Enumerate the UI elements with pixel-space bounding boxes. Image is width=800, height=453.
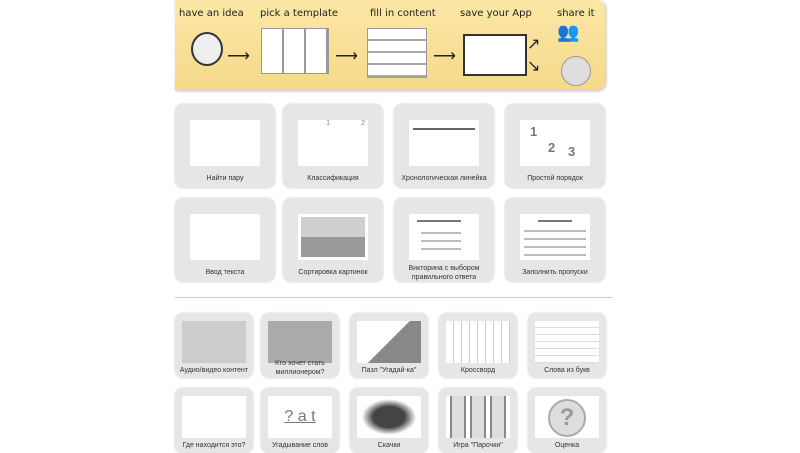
order-number: 1 [530,124,538,139]
group-number: 2 [361,120,365,127]
globe-icon [561,56,591,86]
step-content: fill in content [370,8,436,19]
map-app-icon [463,34,527,76]
thumbnail [268,321,332,363]
template-card-where-is-it[interactable]: Где находится это? [175,388,253,453]
thumbnail [520,214,590,260]
thumbnail [535,321,599,363]
question-coin-icon: ? [548,399,586,437]
thumbnail [446,321,510,363]
form-fields-icon [367,28,427,78]
order-number: 2 [548,140,556,155]
thumbnail: ? [535,396,599,438]
step-template: pick a template [260,8,339,19]
template-card-word-grid[interactable]: Слова из букв [528,313,606,378]
template-card-text-input[interactable]: Ввод текста [175,198,275,282]
card-label: Сортировка картинок [298,269,368,276]
arrow-icon: ⟶ [335,48,358,65]
card-label: Найти пару [206,175,244,182]
template-card-matching-pairs[interactable]: Найти пару [175,104,275,188]
card-label: Викторина с выбором правильного ответа [408,265,480,281]
card-label: Ввод текста [205,269,245,276]
card-label: Где находится это? [182,442,246,449]
template-card-audio-video[interactable]: Аудио/видео контент [175,313,253,378]
card-label: Заполнить пропуски [522,269,588,276]
template-card-pairs-game[interactable]: Игра "Парочки" [439,388,517,453]
thumbnail [357,396,421,438]
template-card-image-sorting[interactable]: Сортировка картинок [283,198,383,282]
card-label: Простой порядок [527,175,583,182]
card-label: Пазл "Угадай-ка" [361,367,417,374]
how-it-works-banner: have an idea pick a template fill in con… [175,0,605,90]
card-label: Скачки [377,442,401,449]
card-label: Оценка [554,442,580,449]
thumbnail [409,214,479,260]
card-label: Аудио/видео контент [179,367,249,374]
thumbnail [298,214,368,260]
card-label: Кто хочет стать миллионером? [275,360,325,376]
card-label: Угадывание слов [272,442,328,449]
thumbnail [190,214,260,260]
thumbnail [182,321,246,363]
card-label: Кроссворд [460,367,496,374]
thumbnail [409,120,479,166]
template-card-estimate[interactable]: ? Оценка [528,388,606,453]
template-card-word-guess[interactable]: ? a t Угадывание слов [261,388,339,453]
thumbnail [357,321,421,363]
template-card-timeline[interactable]: Хронологическая линейка [394,104,494,188]
arrow-icon: ⟶ [227,48,250,65]
template-grid-icon [261,28,329,74]
order-number: 3 [568,144,576,159]
template-card-crossword[interactable]: Кроссворд [439,313,517,378]
step-save: save your App [460,8,532,19]
step-idea: have an idea [179,8,244,19]
template-card-millionaire[interactable]: Кто хочет стать миллионером? [261,313,339,378]
card-label: Игра "Парочки" [453,442,503,449]
card-label: Хронологическая линейка [401,175,487,182]
lightbulb-icon [191,32,223,66]
template-card-quiz[interactable]: Викторина с выбором правильного ответа [394,198,494,282]
template-card-fill-blanks[interactable]: Заполнить пропуски [505,198,605,282]
step-share: share it [557,8,595,19]
thumbnail [182,396,246,438]
arrow-icon: ↘ [527,58,541,75]
arrow-icon: ⟶ [433,48,456,65]
group-number: 1 [326,120,330,127]
thumbnail [190,120,260,166]
arrow-icon: ↗ [527,36,541,53]
people-icon: 👥 [557,22,580,42]
template-card-puzzle[interactable]: Пазл "Угадай-ка" [350,313,428,378]
thumbnail [446,396,510,438]
card-label: Классификация [307,175,359,182]
thumbnail: ? a t [268,396,332,438]
template-card-horse-race[interactable]: Скачки [350,388,428,453]
card-label: Слова из букв [544,367,590,374]
section-divider [175,297,612,298]
